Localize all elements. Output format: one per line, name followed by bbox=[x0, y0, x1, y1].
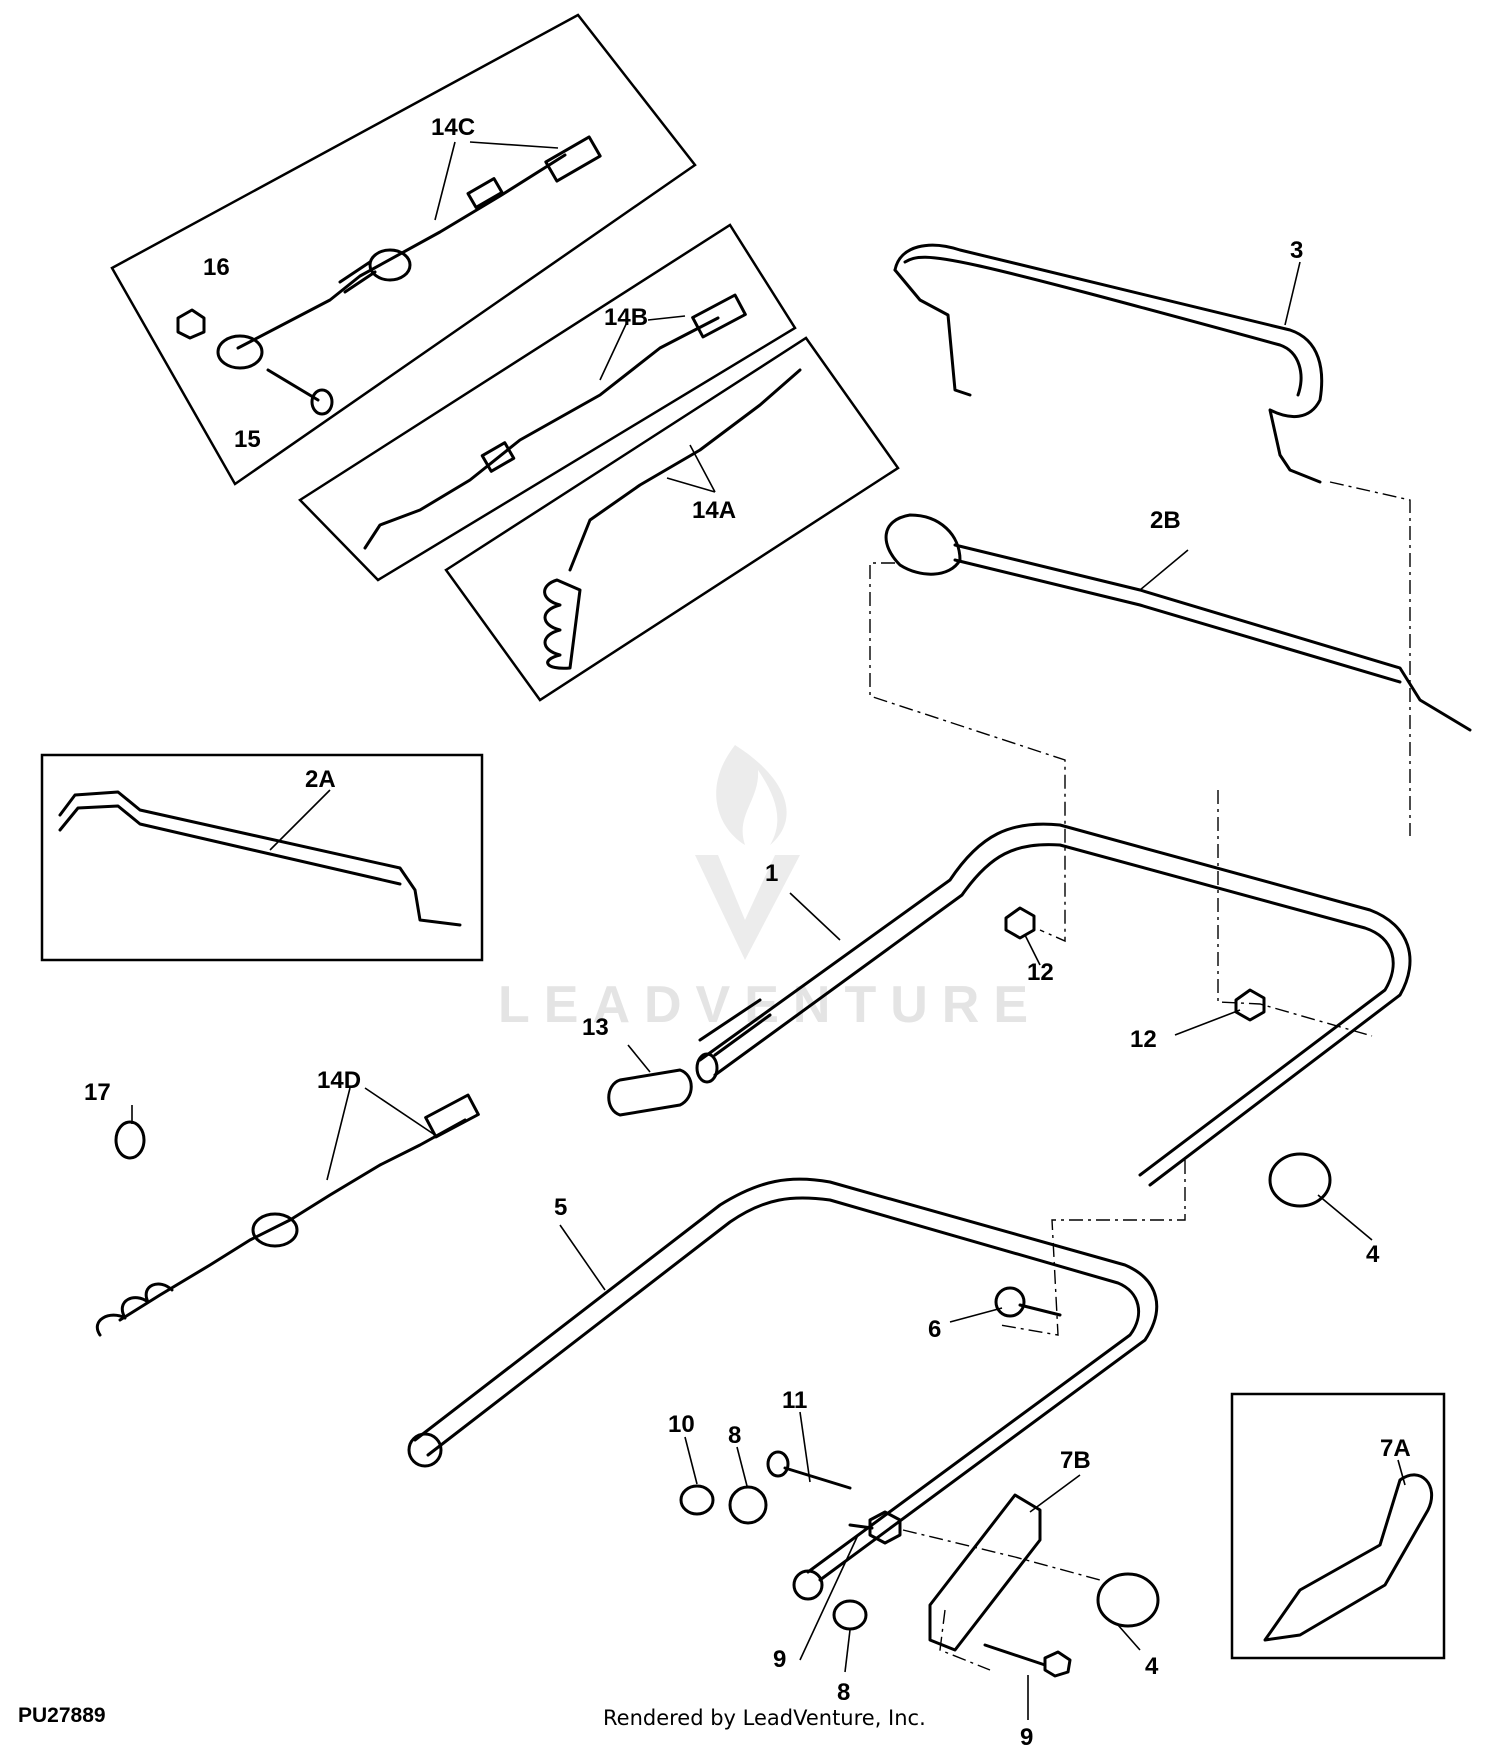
inset-box-14a bbox=[444, 336, 900, 702]
label-12-upper: 12 bbox=[1027, 959, 1054, 986]
diagram-code: PU27889 bbox=[18, 1704, 106, 1727]
nut-16 bbox=[176, 308, 206, 340]
bail-2b bbox=[884, 513, 1472, 732]
bolt-6 bbox=[994, 1286, 1062, 1318]
label-9-lower: 9 bbox=[1020, 1724, 1033, 1750]
label-3: 3 bbox=[1290, 237, 1303, 264]
label-9-upper: 9 bbox=[773, 1646, 786, 1673]
bolt-11 bbox=[766, 1450, 852, 1490]
label-8-lower: 8 bbox=[837, 1679, 850, 1706]
label-17: 17 bbox=[84, 1079, 111, 1106]
bail-2a bbox=[58, 790, 462, 927]
label-14a: 14A bbox=[692, 497, 736, 524]
label-14b: 14B bbox=[604, 304, 648, 331]
render-credit: Rendered by LeadVenture, Inc. bbox=[603, 1706, 926, 1730]
label-5: 5 bbox=[554, 1194, 567, 1221]
bolt-9-upper bbox=[848, 1510, 902, 1545]
inset-box-14c bbox=[110, 13, 697, 486]
label-4-upper: 4 bbox=[1366, 1241, 1380, 1268]
knob-4-lower bbox=[1096, 1572, 1160, 1628]
cable-14d bbox=[96, 1093, 480, 1337]
label-11: 11 bbox=[782, 1387, 807, 1414]
label-2b: 2B bbox=[1150, 507, 1181, 534]
sleeve-13 bbox=[607, 1068, 693, 1117]
label-4-lower: 4 bbox=[1145, 1653, 1159, 1680]
label-6: 6 bbox=[928, 1316, 941, 1343]
handle-5 bbox=[407, 1177, 1159, 1601]
alignment-lines bbox=[869, 481, 1411, 1671]
label-7b: 7B bbox=[1060, 1447, 1091, 1474]
spacer-8-lower bbox=[832, 1599, 868, 1631]
spacer-8-upper bbox=[728, 1485, 768, 1525]
watermark-text: LEADVENTURE bbox=[498, 976, 1042, 1034]
callout-labels: 14C 16 15 14B 14A 3 2B 2A 1 12 12 13 17 … bbox=[84, 114, 1411, 1750]
label-12-lower: 12 bbox=[1130, 1026, 1157, 1053]
bolt-15 bbox=[266, 368, 334, 416]
label-14d: 14D bbox=[317, 1067, 361, 1094]
label-10: 10 bbox=[668, 1411, 695, 1438]
washer-17 bbox=[114, 1120, 146, 1160]
nut-12-upper bbox=[1004, 906, 1036, 940]
cable-14c bbox=[216, 135, 602, 370]
inset-box-14b bbox=[298, 223, 797, 582]
inset-box-7a bbox=[1230, 1392, 1446, 1660]
label-2a: 2A bbox=[305, 766, 336, 793]
label-13: 13 bbox=[582, 1014, 609, 1041]
rod-14a bbox=[543, 368, 802, 670]
cable-14b bbox=[363, 293, 747, 550]
nut-12-lower bbox=[1234, 988, 1266, 1022]
handle-grip-3 bbox=[893, 243, 1324, 484]
label-1: 1 bbox=[765, 860, 778, 887]
label-16: 16 bbox=[203, 254, 230, 281]
label-8-upper: 8 bbox=[728, 1422, 741, 1449]
bracket-7a bbox=[1263, 1473, 1434, 1642]
leadventure-watermark: LEADVENTURE bbox=[498, 745, 1042, 1034]
label-7a: 7A bbox=[1380, 1435, 1411, 1462]
knob-4-upper bbox=[1268, 1152, 1332, 1208]
leader-lines bbox=[131, 141, 1406, 1720]
bracket-7b bbox=[928, 1493, 1042, 1652]
bolt-9-lower bbox=[983, 1643, 1072, 1678]
label-14c: 14C bbox=[431, 114, 475, 141]
label-15: 15 bbox=[234, 426, 261, 453]
inset-box-2a bbox=[40, 753, 484, 962]
handle-1 bbox=[695, 822, 1412, 1187]
nut-10 bbox=[679, 1484, 715, 1516]
